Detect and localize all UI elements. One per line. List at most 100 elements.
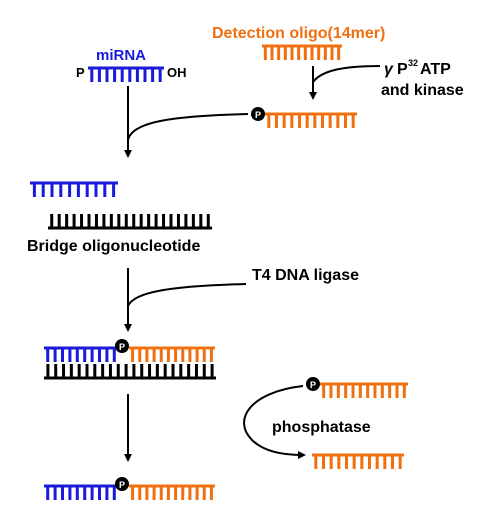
dephos-oligo-base — [375, 455, 379, 469]
mirna-strand-step2 — [30, 181, 118, 197]
ligated-bridge-base — [77, 364, 81, 378]
detection-oligo-base — [337, 46, 341, 60]
ligated-bridge-base — [140, 364, 144, 378]
phosphate-circle-labeled-oligo: P — [251, 107, 265, 121]
ligated-bridge-base — [163, 364, 167, 378]
mirna-base — [90, 68, 94, 82]
detection-oligo-base — [290, 46, 294, 60]
detection-oligo-label: Detection oligo(14mer) — [212, 25, 385, 42]
mirna-label: miRNA — [96, 47, 146, 64]
ligated-mirna-base — [90, 348, 94, 362]
bridge-base — [132, 214, 136, 228]
dephos-oligo-base — [314, 455, 318, 469]
mirna-step2-base — [68, 183, 72, 197]
detection-oligo-base — [297, 46, 301, 60]
ligated-oligo-base — [209, 348, 213, 362]
final-mirna-base — [98, 486, 101, 500]
ligated-mirna-base — [53, 348, 57, 362]
phosphate-circle-final: P — [115, 477, 129, 491]
ligated-bridge-base — [116, 364, 120, 378]
ligated-mirna-base — [68, 348, 72, 362]
free-oligo-base — [336, 384, 340, 398]
ligated-mirna-base — [75, 348, 79, 362]
final-oligo-backbone — [129, 484, 215, 488]
final-oligo-base — [209, 486, 213, 500]
final-mirna-base — [105, 486, 109, 500]
final-mirna-base — [83, 486, 87, 500]
free-labeled-oligo-strand — [320, 382, 408, 398]
ligated-bridge-base — [108, 364, 112, 378]
gamma-symbol: γ — [384, 61, 394, 78]
labeled-oligo-base — [267, 114, 271, 128]
dephos-oligo-base — [329, 455, 333, 469]
mirna-base — [158, 68, 162, 82]
free-oligo-base — [380, 384, 384, 398]
bridge-base — [154, 214, 158, 228]
mirna-base — [97, 68, 101, 82]
mirna-step2-base — [103, 183, 107, 197]
mirna-step2-base — [94, 183, 98, 197]
detection-oligo-backbone — [262, 44, 342, 48]
final-oligo-base — [181, 486, 185, 500]
mirna-base — [113, 68, 117, 82]
labeled-oligo-base — [321, 114, 324, 128]
free-oligo-base — [395, 384, 399, 398]
bridge-base — [169, 214, 173, 228]
mirna-step2-backbone — [30, 181, 118, 185]
labeled-oligo-backbone — [265, 112, 357, 116]
phosphatase-label: phosphatase — [272, 419, 371, 436]
bridge-base — [94, 214, 98, 228]
ligated-oligo-base — [188, 348, 192, 362]
labeled-oligo-base — [290, 114, 294, 128]
bridge-base — [80, 214, 84, 228]
ligated-mirna-base — [98, 348, 101, 362]
ligated-oligo-base — [145, 348, 149, 362]
dephos-oligo-base — [391, 455, 394, 469]
final-mirna-base — [75, 486, 79, 500]
ligated-bridge-base — [194, 364, 198, 378]
phosphate-circle-ligated: P — [115, 339, 129, 353]
final-oligo-base — [152, 486, 156, 500]
final-oligo-base — [195, 486, 199, 500]
dephos-oligo-base — [360, 455, 364, 469]
detection-oligo-base — [277, 46, 281, 60]
mirna-step2-base — [50, 183, 54, 197]
ligated-mirna-backbone — [44, 346, 118, 350]
ligated-bridge-base — [148, 364, 152, 378]
detection-oligo-base — [323, 46, 327, 60]
bridge-base — [102, 214, 106, 228]
phosphate-label-2: P — [119, 342, 125, 352]
final-mirna-base — [61, 486, 64, 500]
labeled-oligo-base — [336, 114, 340, 128]
free-oligo-base — [366, 384, 370, 398]
ligated-bridge-strand — [44, 364, 216, 380]
bridge-base — [176, 214, 180, 228]
ligated-bridge-base — [202, 364, 206, 378]
mirna-step2-base — [85, 183, 89, 197]
bridge-base — [206, 214, 210, 228]
ligated-oligo-base — [202, 348, 206, 362]
final-mirna-strand — [44, 484, 118, 500]
final-mirna-base — [112, 486, 116, 500]
and-kinase-label: and kinase — [381, 82, 464, 99]
p32-superscript-label: 32 — [408, 58, 418, 68]
bridge-base — [124, 214, 128, 228]
ligated-oligo-strand — [129, 346, 215, 362]
bridge-strand — [48, 214, 212, 230]
detection-oligo-base — [270, 46, 274, 60]
ligated-bridge-base — [46, 364, 50, 378]
phosphate-label-4: P — [119, 480, 125, 490]
free-oligo-base — [344, 384, 348, 398]
t4-ligase-label: T4 DNA ligase — [252, 267, 359, 284]
free-oligo-backbone — [320, 382, 408, 386]
ligated-oligo-base — [181, 348, 185, 362]
ligated-bridge-base — [179, 364, 183, 378]
mirna-step2-base — [76, 183, 80, 197]
ligated-mirna-base — [112, 348, 116, 362]
ligated-bridge-base — [69, 364, 73, 378]
final-oligo-base — [188, 486, 192, 500]
bridge-base — [184, 214, 188, 228]
phosphate-label-3: P — [310, 380, 316, 390]
final-oligo-base — [174, 486, 178, 500]
